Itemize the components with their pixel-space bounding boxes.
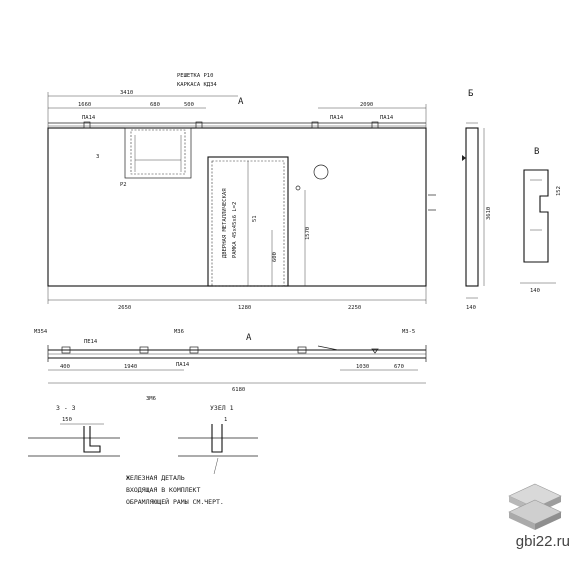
dim-51: 51 (252, 215, 258, 222)
view-b-arrow (462, 155, 466, 161)
mark-m3: МЗ-5 (402, 329, 415, 335)
mark-pa14-4: ПА14 (176, 362, 190, 368)
door-leaf-label: ДВЕРНАЯ МЕТАЛЛИЧЕСКАЯ (222, 188, 228, 258)
dim-670: 670 (394, 364, 404, 370)
note-leader (213, 457, 219, 475)
mark-pa14-2: ПА14 (330, 115, 344, 121)
section-a-part-4 (297, 346, 307, 354)
dim-1660: 1660 (78, 102, 91, 108)
view-v: В 140 152 (520, 147, 562, 294)
top-opening (124, 127, 192, 179)
note-block: ЖЕЛЕЗНАЯ ДЕТАЛЬ ВХОДЯЩАЯ В КОМПЛЕКТ ОБРА… (126, 457, 224, 506)
dim-400: 400 (60, 364, 70, 370)
dim-6180: 6180 (232, 387, 245, 393)
rebar-mesh-label: РЕШЕТКА Р10 (177, 73, 213, 79)
door-handle (295, 185, 301, 191)
embed-part-3 (311, 121, 319, 129)
section-a-slope (317, 345, 339, 351)
view-a-label: А (238, 97, 244, 107)
dim-500: 500 (184, 102, 194, 108)
dim-152: 152 (556, 186, 562, 196)
dim-1030: 1030 (356, 364, 369, 370)
section-a-label: А (246, 333, 252, 343)
mark-n1: 1 (224, 417, 227, 423)
dim-2250: 2250 (348, 305, 361, 311)
mark-pa14-3: ПА14 (380, 115, 394, 121)
top-opening-frame (130, 129, 186, 175)
section-a-part-3 (189, 346, 199, 354)
lifting-loop-marker (313, 164, 329, 180)
section-a: А 6180 1940 1030 670 400 МЗ54 МЗ6 МЗ-5 П… (34, 329, 427, 402)
note-line-2: ВХОДЯЩАЯ В КОМПЛЕКТ (126, 486, 200, 494)
mark-pa14-1: ПА14 (82, 115, 96, 121)
embed-part-4 (371, 121, 379, 129)
node-1: УЗЕЛ 1 1 (178, 404, 258, 457)
note-line-3: ОБРАМЛЯЮЩЕЙ РАМЫ СМ.ЧЕРТ. (126, 497, 224, 506)
gbi-logo-icon (508, 483, 562, 530)
dim-600: 600 (272, 252, 278, 262)
mark-r2: Р2 (120, 182, 127, 188)
view-b: Б 3610 140 (462, 89, 492, 311)
node1-label: УЗЕЛ 1 (210, 404, 234, 412)
section-3-3: 3 - 3 150 (28, 404, 120, 457)
mark-33: 3 (96, 154, 99, 160)
mark-m1: МЗ54 (34, 329, 48, 335)
dim-2090: 2090 (360, 102, 373, 108)
dim-3610: 3610 (486, 207, 492, 220)
view-b-outline (465, 127, 479, 287)
sec33-detail (83, 426, 101, 453)
door-frame-label: РАМКА 45х45х6 L=2 (232, 202, 238, 258)
section-a-part-1 (61, 346, 71, 354)
dim-1940: 1940 (124, 364, 137, 370)
section-a-part-2 (139, 346, 149, 354)
frame-label: КАРКАСА КД34 (177, 82, 217, 88)
embed-part-2 (195, 121, 203, 129)
dim-2650: 2650 (118, 305, 131, 311)
site-watermark: gbi22.ru (515, 533, 570, 550)
section-a-arrow (371, 348, 379, 354)
dim-3410: 3410 (120, 90, 133, 96)
dim-1570: 1570 (305, 227, 311, 240)
note-line-1: ЖЕЛЕЗНАЯ ДЕТАЛЬ (126, 474, 185, 482)
dim-1280: 1280 (238, 305, 251, 311)
view-b-label: Б (468, 89, 473, 99)
section-33-label: 3 - 3 (56, 404, 76, 412)
node1-detail (211, 424, 223, 453)
dim-680: 680 (150, 102, 160, 108)
mark-m2: МЗ6 (174, 329, 184, 335)
main-elevation: А 3410 1660 680 500 2090 2650 1280 2250 … (47, 73, 436, 311)
mark-zm6: ЗМ6 (146, 396, 156, 402)
embed-part-1 (83, 121, 91, 129)
mark-pe14: ПЕ14 (84, 339, 98, 345)
dim-140-v: 140 (530, 288, 540, 294)
view-v-label: В (534, 147, 539, 157)
dim-150: 150 (62, 417, 72, 423)
dim-140: 140 (466, 305, 476, 311)
view-v-profile (523, 169, 549, 263)
